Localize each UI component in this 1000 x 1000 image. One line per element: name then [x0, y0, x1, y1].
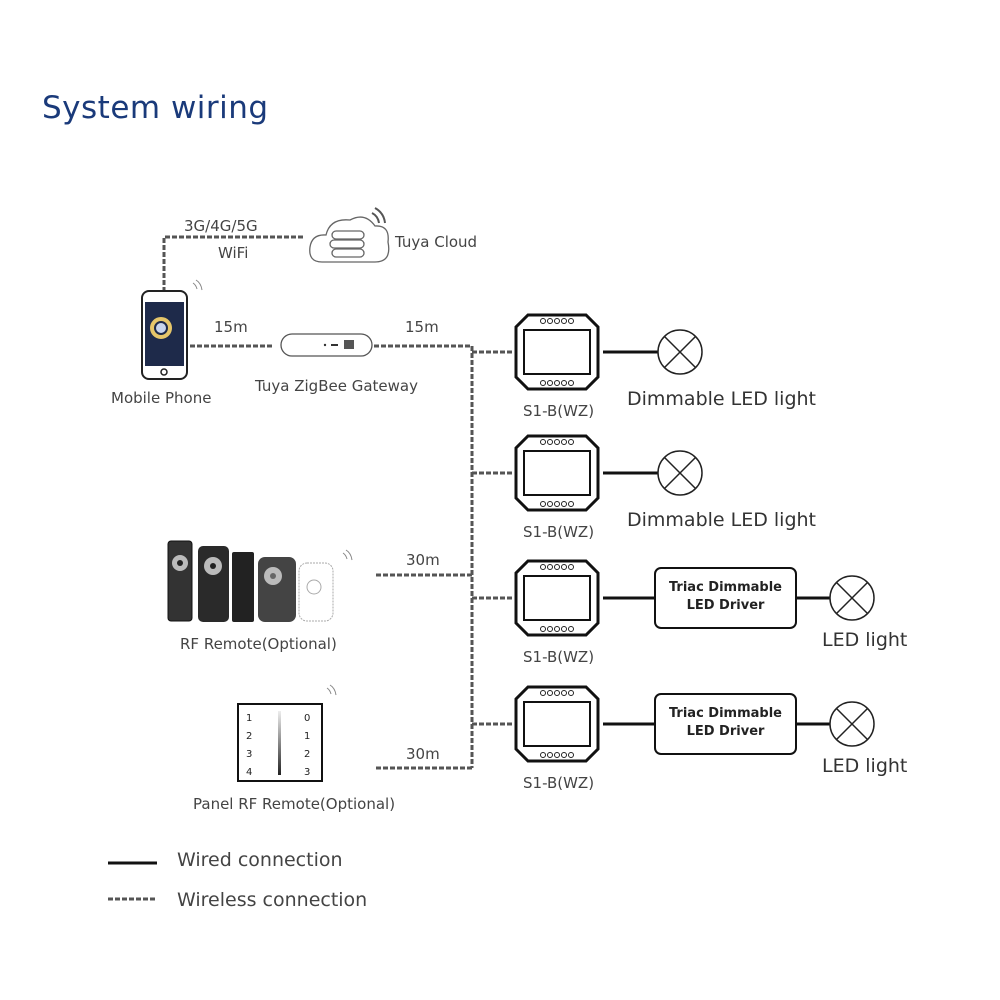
load-label: LED light	[822, 755, 908, 777]
lamp-icon	[657, 329, 703, 375]
gateway-bus-distance: 15m	[405, 318, 439, 336]
dimmer-module-icon	[514, 434, 703, 512]
led-driver-label-line: LED Driver	[686, 724, 765, 739]
module-model-label: S1-B(WZ)	[523, 523, 595, 541]
cloud-link-label-wifi: WiFi	[218, 244, 249, 262]
legend-wireless-label: Wireless connection	[177, 889, 368, 911]
panel-key[interactable]: 0	[304, 713, 311, 724]
rf-remote-label: RF Remote(Optional)	[180, 635, 337, 653]
cloud-icon	[309, 207, 390, 263]
lamp-icon	[829, 701, 875, 747]
dimmer-module-icon	[514, 313, 703, 391]
gateway-label: Tuya ZigBee Gateway	[255, 377, 418, 395]
panel-key[interactable]: 4	[246, 767, 253, 778]
panel-key[interactable]: 3	[304, 767, 311, 778]
page-title: System wiring	[42, 90, 269, 126]
dimmer-module-icon	[514, 685, 875, 763]
cloud-label: Tuya Cloud	[395, 233, 478, 251]
lamp-icon	[657, 450, 703, 496]
panel-key[interactable]: 3	[246, 749, 253, 760]
legend-wired-label: Wired connection	[177, 849, 343, 871]
mobile-phone-icon	[141, 279, 203, 380]
module-model-label: S1-B(WZ)	[523, 774, 595, 792]
panel-remote-label: Panel RF Remote(Optional)	[193, 795, 396, 813]
dimmer-module-icon	[514, 559, 875, 637]
panel-key[interactable]: 1	[246, 713, 253, 724]
panel-rf-remote-icon	[237, 684, 337, 782]
phone-gateway-distance: 15m	[214, 318, 248, 336]
rf-remote-distance: 30m	[406, 551, 440, 569]
panel-key[interactable]: 2	[304, 749, 311, 760]
panel-key[interactable]: 1	[304, 731, 311, 742]
led-driver-label-line: LED Driver	[686, 598, 765, 613]
panel-keys-left: 1 2 3 4	[246, 710, 252, 782]
load-label: LED light	[822, 629, 908, 651]
led-driver-label-line: Triac Dimmable	[668, 580, 782, 595]
panel-remote-distance: 30m	[406, 745, 440, 763]
phone-label: Mobile Phone	[111, 389, 212, 407]
load-label: Dimmable LED light	[627, 388, 817, 410]
lamp-icon	[829, 575, 875, 621]
phone-cloud-link	[162, 235, 305, 292]
panel-key[interactable]: 2	[246, 731, 253, 742]
rf-remote-icons	[167, 540, 353, 622]
zigbee-gateway-icon	[280, 333, 373, 357]
cloud-link-label-network: 3G/4G/5G	[184, 217, 258, 235]
load-label: Dimmable LED light	[627, 509, 817, 531]
module-model-label: S1-B(WZ)	[523, 648, 595, 666]
panel-keys-right: 0 1 2 3	[304, 710, 310, 782]
led-driver-label-line: Triac Dimmable	[668, 706, 782, 721]
module-model-label: S1-B(WZ)	[523, 402, 595, 420]
